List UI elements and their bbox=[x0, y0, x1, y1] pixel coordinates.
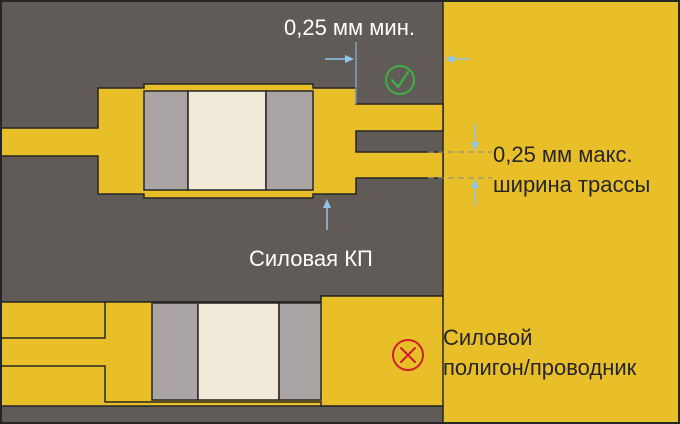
component-lower-body bbox=[197, 302, 280, 401]
component-upper-end-left bbox=[143, 90, 189, 191]
max-trace-dimension bbox=[428, 124, 492, 206]
arrow-head-up bbox=[471, 179, 479, 188]
component-lower-end-right bbox=[278, 302, 322, 401]
arrow-head-down bbox=[471, 142, 479, 151]
board-area-bottom bbox=[0, 405, 444, 424]
component-upper bbox=[143, 90, 314, 191]
min-clearance-dimension bbox=[325, 42, 470, 104]
power-pad-pointer bbox=[323, 199, 331, 230]
check-circle-icon bbox=[385, 65, 415, 95]
component-upper-body bbox=[187, 90, 267, 191]
x-circle-icon bbox=[392, 339, 424, 371]
label-power-conductor: полигон/проводник bbox=[443, 355, 637, 380]
label-min-clearance: 0,25 мм мин. bbox=[284, 15, 415, 40]
component-upper-end-right bbox=[265, 90, 314, 191]
arrow-head-left bbox=[345, 55, 354, 63]
label-max-trace-width: 0,25 мм макс. bbox=[493, 142, 633, 167]
component-lower bbox=[151, 302, 322, 401]
label-power-pad: Силовая КП bbox=[249, 246, 373, 271]
label-trace-width: ширина трассы bbox=[493, 172, 650, 197]
label-power-polygon: Силовой bbox=[443, 325, 532, 350]
component-lower-end-left bbox=[151, 302, 199, 401]
arrow-head-right bbox=[445, 55, 454, 63]
